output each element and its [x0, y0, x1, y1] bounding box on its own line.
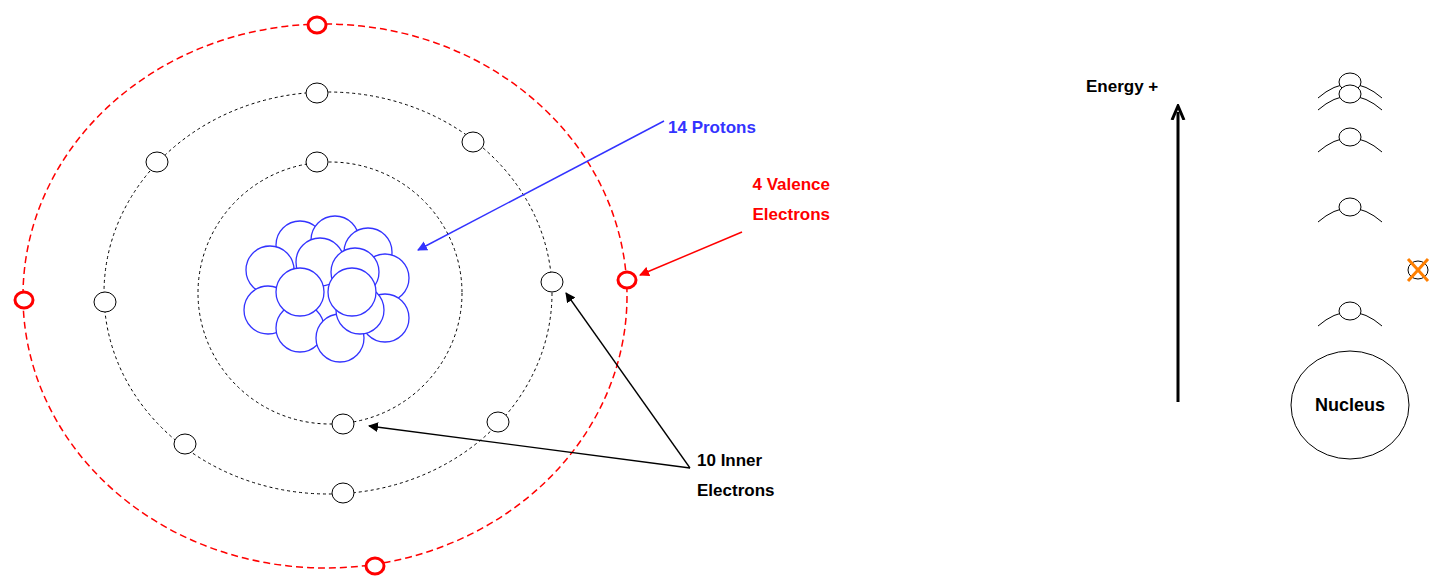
valence-label: 4 Valence Electrons [740, 170, 830, 230]
level-electrons [1339, 73, 1428, 320]
energy-label: Energy + [1086, 72, 1206, 102]
proton-label: 14 Protons [668, 113, 808, 143]
node-text: Nucleus [1290, 395, 1410, 416]
inner-electron-label: 10 Inner Electrons [697, 446, 787, 506]
energy-levels [1318, 84, 1382, 326]
inner-orbit [104, 92, 552, 494]
proton-cluster [244, 216, 409, 362]
nucleus-circle: Nucleus [1290, 350, 1410, 460]
leader-line [566, 293, 690, 468]
leader-line [418, 121, 664, 250]
energy-arrow [1177, 112, 1180, 402]
inner-orbit [198, 162, 462, 424]
valence-electrons [15, 17, 636, 574]
valence-orbit [23, 24, 627, 568]
inner-electrons [94, 83, 563, 503]
leader-line [369, 426, 690, 468]
removed-electron-mark [1408, 259, 1428, 281]
leader-line [640, 232, 742, 275]
